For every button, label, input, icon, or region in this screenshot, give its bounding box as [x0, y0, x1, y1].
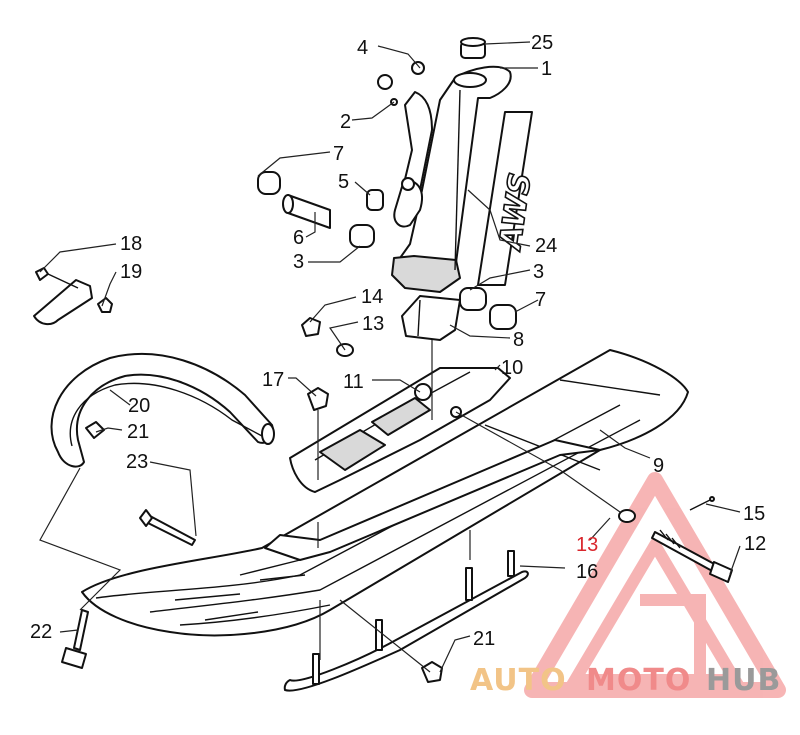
callout-8: 8: [513, 329, 524, 351]
callout-10: 10: [501, 357, 523, 379]
spindle-cap: [460, 37, 486, 59]
callout-21-bottom: 21: [473, 628, 495, 650]
callouts: 1 2 3 3 4 5 6 7 7 8 9 10 11 12 13 13 14 …: [30, 32, 766, 650]
callout-16: 16: [576, 561, 598, 583]
ski-loop: [50, 352, 275, 468]
callout-20: 20: [128, 395, 150, 417]
callout-13-top: 13: [362, 313, 384, 335]
watermark-text: AUTO MOTO HUB: [470, 663, 781, 698]
callout-18: 18: [120, 233, 142, 255]
spindle: [391, 65, 512, 293]
watermark-triangle: [524, 472, 786, 698]
callout-25: 25: [531, 32, 553, 54]
ski-saddle: [289, 367, 511, 493]
callout-1: 1: [541, 58, 552, 80]
ski-rail: [239, 439, 601, 581]
callout-19: 19: [120, 261, 142, 283]
damper-block: [401, 295, 461, 341]
callout-3-right: 3: [533, 261, 544, 283]
callout-23: 23: [126, 451, 148, 473]
loop-clip: [85, 421, 105, 439]
callout-22: 22: [30, 621, 52, 643]
callout-12: 12: [744, 533, 766, 555]
callout-5: 5: [338, 171, 349, 193]
callout-14: 14: [361, 286, 383, 308]
callout-17: 17: [262, 369, 284, 391]
watermark-hub: HUB: [706, 663, 781, 698]
callout-3-left: 3: [293, 251, 304, 273]
watermark-auto: AUTO: [470, 663, 567, 698]
bushings: [257, 171, 517, 330]
callout-2: 2: [340, 111, 351, 133]
callout-11: 11: [343, 371, 364, 393]
callout-15: 15: [743, 503, 765, 525]
watermark-moto: MOTO: [586, 663, 691, 698]
callout-9: 9: [653, 455, 664, 477]
callout-24: 24: [535, 235, 557, 257]
wear-bar: [283, 550, 529, 692]
callout-13-bottom: 13: [576, 534, 598, 556]
callout-6: 6: [293, 227, 304, 249]
leader-lines: [39, 41, 741, 673]
clip-bracket: [33, 267, 93, 326]
spindle-bolt: [651, 496, 733, 583]
callout-7-right: 7: [535, 289, 546, 311]
saddle-bolt: [139, 509, 196, 546]
callout-7-top: 7: [333, 143, 344, 165]
aws-decal: AWS: [477, 111, 539, 286]
callout-21-top: 21: [127, 421, 149, 443]
callout-4: 4: [357, 37, 368, 59]
mounting-bolt: [61, 609, 89, 669]
ski: [81, 349, 689, 637]
